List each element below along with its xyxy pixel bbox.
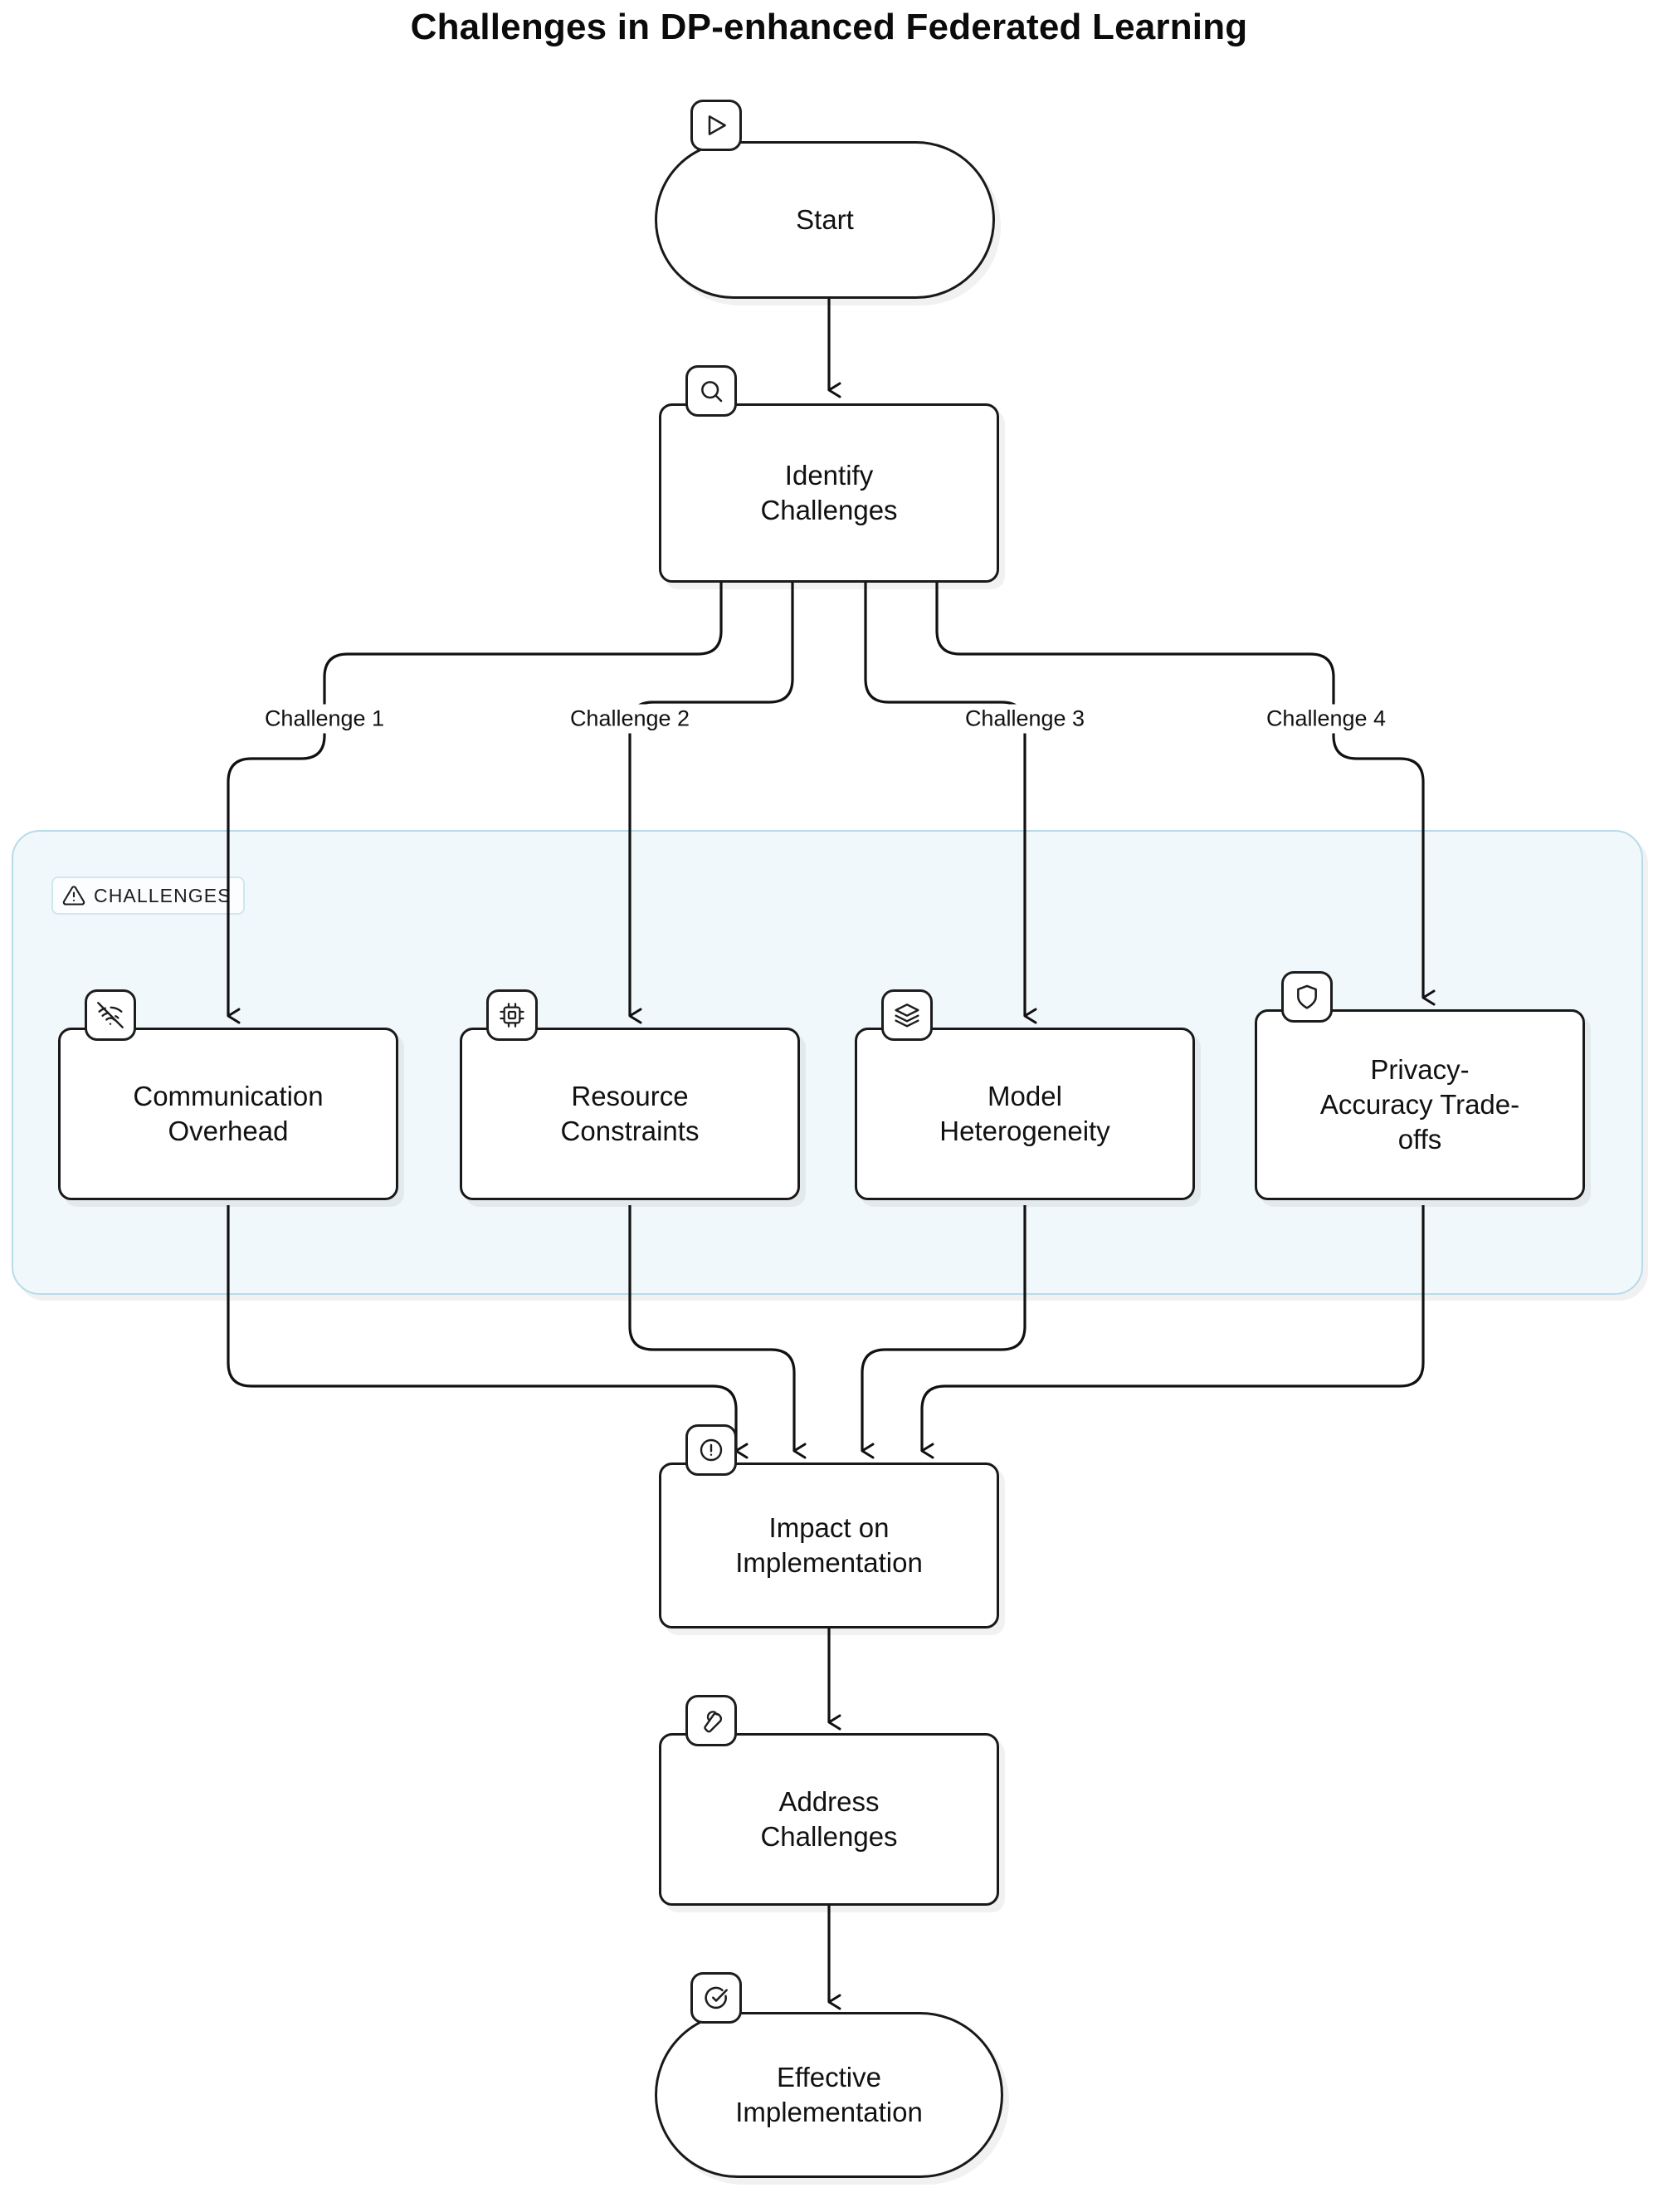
- node-resource-line1: Resource: [571, 1080, 689, 1111]
- node-model-line1: Model: [987, 1080, 1062, 1111]
- node-privacy-line3: offs: [1397, 1124, 1442, 1155]
- node-resource-line2: Constraints: [560, 1116, 700, 1146]
- edge-label-challenge-3: Challenge 3: [958, 704, 1091, 734]
- node-impact-line1: Impact on: [768, 1511, 890, 1543]
- edge-identify-resource: [628, 581, 794, 1024]
- node-address-line1: Address: [778, 1785, 880, 1817]
- node-privacy-accuracy-tradeoffs-label: Privacy- Accuracy Trade- offs: [1305, 1052, 1534, 1158]
- node-address-line2: Challenges: [760, 1821, 898, 1852]
- node-effective-implementation[interactable]: Effective Implementation: [655, 2012, 1003, 2178]
- shield-icon: [1281, 971, 1333, 1023]
- node-privacy-line1: Privacy-: [1370, 1053, 1470, 1085]
- node-model-heterogeneity[interactable]: Model Heterogeneity: [855, 1028, 1195, 1200]
- edge-model-impact: [861, 1205, 1026, 1459]
- node-communication-overhead-label: Communication Overhead: [118, 1079, 338, 1149]
- node-privacy-accuracy-tradeoffs[interactable]: Privacy- Accuracy Trade- offs: [1255, 1009, 1585, 1200]
- edge-label-challenge-2: Challenge 2: [563, 704, 696, 734]
- play-icon: [690, 100, 742, 151]
- cpu-icon: [486, 989, 538, 1041]
- wifi-off-icon: [85, 989, 136, 1041]
- wrench-icon: [685, 1695, 737, 1746]
- alert-circle-icon: [685, 1424, 737, 1476]
- edge-resource-impact: [628, 1205, 807, 1459]
- warning-triangle-icon: [62, 884, 85, 907]
- edge-identify-privacy: [935, 581, 1436, 1006]
- node-start-label: Start: [796, 203, 854, 235]
- node-resource-constraints[interactable]: Resource Constraints: [460, 1028, 800, 1200]
- node-identify-line1: Identify: [784, 459, 874, 491]
- subgraph-challenges-label: CHALLENGES: [51, 876, 245, 915]
- node-model-heterogeneity-label: Model Heterogeneity: [924, 1079, 1124, 1149]
- check-circle-icon: [690, 1972, 742, 2024]
- node-impact-on-implementation-label: Impact on Implementation: [720, 1511, 938, 1580]
- page-title: Challenges in DP-enhanced Federated Lear…: [410, 7, 1248, 47]
- edge-label-challenge-1: Challenge 1: [258, 704, 391, 734]
- node-identify-line2: Challenges: [760, 495, 898, 525]
- node-comm-line2: Overhead: [168, 1116, 289, 1146]
- search-icon: [685, 365, 737, 417]
- node-impact-on-implementation[interactable]: Impact on Implementation: [659, 1462, 999, 1628]
- node-privacy-line2: Accuracy Trade-: [1319, 1088, 1520, 1120]
- subgraph-label-text: CHALLENGES: [94, 884, 232, 906]
- layers-icon: [881, 989, 933, 1041]
- node-identify-challenges-label: Identify Challenges: [745, 458, 912, 528]
- node-effective-implementation-label: Effective Implementation: [720, 2060, 938, 2130]
- edge-identify-model: [864, 581, 1037, 1024]
- node-effective-line2: Implementation: [735, 2097, 923, 2127]
- node-impact-line2: Implementation: [735, 1547, 923, 1578]
- node-communication-overhead[interactable]: Communication Overhead: [58, 1028, 398, 1200]
- node-model-line2: Heterogeneity: [939, 1116, 1110, 1146]
- edge-label-challenge-4: Challenge 4: [1260, 704, 1392, 734]
- node-address-challenges-label: Address Challenges: [745, 1785, 912, 1854]
- node-resource-constraints-label: Resource Constraints: [546, 1079, 714, 1149]
- edge-comm-impact: [227, 1205, 749, 1459]
- edge-privacy-impact: [920, 1205, 1425, 1459]
- node-effective-line1: Effective: [777, 2061, 881, 2092]
- node-comm-line1: Communication: [133, 1080, 324, 1111]
- node-address-challenges[interactable]: Address Challenges: [659, 1733, 999, 1906]
- node-identify-challenges[interactable]: Identify Challenges: [659, 403, 999, 583]
- node-start[interactable]: Start: [655, 141, 995, 299]
- edge-identify-comm: [227, 581, 723, 1024]
